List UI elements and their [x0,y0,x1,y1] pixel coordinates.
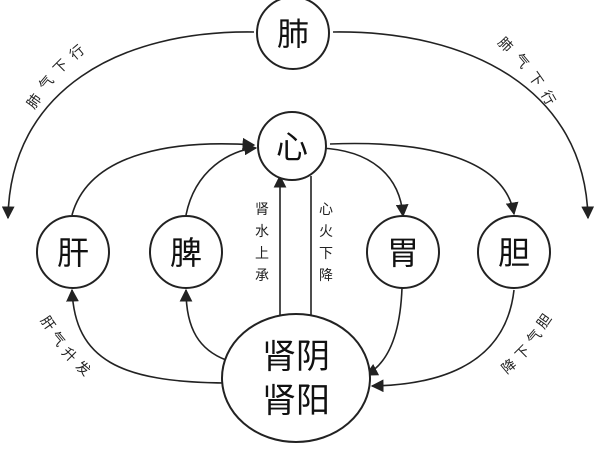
svg-text:肺: 肺 [494,35,515,56]
node-heart: 心 [257,111,327,181]
svg-text:降: 降 [319,268,333,284]
svg-text:发: 发 [72,358,93,379]
arc-liver-to-heart [71,137,256,216]
svg-text:气: 气 [46,329,67,350]
arc-spleen-to-heart [185,142,258,216]
node-kidney: 肾阴 肾阳 [221,313,371,443]
svg-text:下: 下 [513,343,534,364]
svg-text:肺: 肺 [277,15,309,53]
node-stomach: 胃 [366,215,440,289]
svg-text:心: 心 [276,128,308,166]
label-kidney-water-up: 肾 水 上 承 [255,202,269,284]
svg-text:脾: 脾 [170,234,202,272]
svg-text:胃: 胃 [387,234,419,272]
svg-text:肾: 肾 [255,202,269,218]
svg-text:肝: 肝 [57,234,89,272]
svg-text:行: 行 [537,88,558,108]
arc-lung-to-liver [1,31,255,220]
svg-text:行: 行 [67,42,88,63]
label-heart-fire-down: 心 火 下 降 [319,202,333,284]
svg-text:降: 降 [499,356,520,377]
arc-kidney-to-spleen [179,288,227,361]
svg-text:水: 水 [255,224,269,240]
node-gallbladder: 胆 [477,215,551,289]
svg-text:气: 气 [524,327,545,348]
svg-text:胆: 胆 [498,234,530,272]
label-left-bottom: 肝 气 升 发 [37,313,93,379]
svg-text:气: 气 [36,73,57,94]
arc-gallbladder-to-kidney [370,289,515,393]
svg-text:肺: 肺 [24,91,45,112]
svg-text:肾阴: 肾阴 [262,337,330,377]
node-liver: 肝 [36,215,110,289]
svg-text:下: 下 [51,57,72,78]
arc-heart-to-gallbladder [329,142,519,216]
svg-text:下: 下 [319,246,333,262]
node-spleen: 脾 [149,215,223,289]
arc-heart-to-stomach [319,147,409,218]
svg-text:肾阳: 肾阳 [262,381,330,421]
svg-text:气: 气 [510,51,531,72]
svg-text:胆: 胆 [534,311,555,332]
svg-text:下: 下 [525,69,546,90]
svg-text:火: 火 [319,224,333,240]
svg-text:肝: 肝 [37,313,58,334]
arc-lung-to-gallbladder [332,31,595,220]
arc-kidney-to-liver [66,288,226,384]
arc-stomach-to-kidney [364,287,403,376]
label-left-top: 肺 气 下 行 [24,42,88,112]
svg-text:承: 承 [255,268,269,284]
svg-text:上: 上 [255,246,269,262]
svg-text:升: 升 [58,345,79,366]
label-right-bottom: 胆 气 下 降 [499,311,555,377]
node-lung: 肺 [256,0,330,70]
svg-text:心: 心 [319,202,333,218]
